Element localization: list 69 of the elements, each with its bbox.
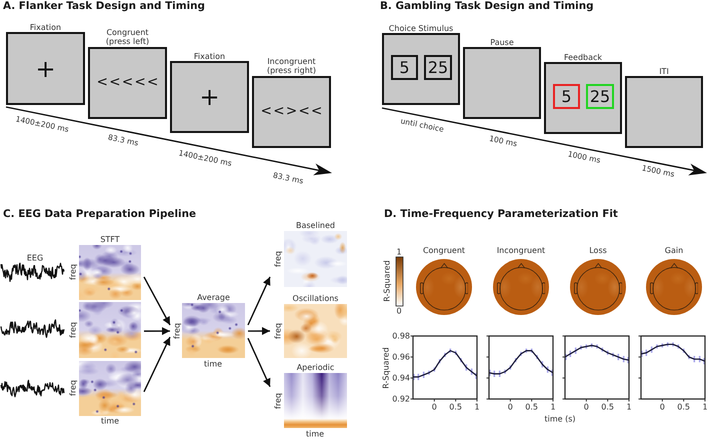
tick-label: 1	[626, 402, 632, 412]
spectrogram-image	[79, 361, 141, 416]
tick-label: 1	[550, 402, 556, 412]
axis-label: freq	[273, 323, 283, 339]
axis-label: time	[100, 416, 120, 426]
choice-option: 25	[424, 55, 452, 80]
axis-label: time (s)	[544, 414, 576, 424]
tick-label: 0.5	[601, 402, 614, 412]
screen-label: Choice Stimulus	[388, 24, 454, 33]
tick-label: 0	[432, 402, 437, 412]
choice-option: 25	[586, 84, 614, 109]
arrow	[144, 327, 170, 336]
screen-label: Feedback	[564, 52, 602, 62]
tick-label: 0	[584, 402, 589, 412]
arrow-stimulus: <<><<	[260, 105, 324, 119]
image-title: STFT	[100, 234, 120, 244]
tick-label: 0.5	[525, 402, 538, 412]
screen-label: Pause	[490, 38, 514, 47]
screen-label: Congruent (press left)	[104, 28, 150, 46]
axis-label: R-Squared	[381, 346, 391, 388]
spectrogram-image	[79, 302, 141, 358]
tick-label: 0.94	[392, 373, 410, 383]
panel-title: A. Flanker Task Design and Timing	[3, 1, 205, 13]
tick-label: 0.98	[392, 331, 410, 341]
tick-label: 0.96	[392, 352, 410, 362]
fixation-cross: +	[199, 85, 220, 109]
tick-label: 0	[660, 402, 665, 412]
axis-label: freq	[273, 251, 283, 267]
axis-label: freq	[68, 322, 78, 338]
condition-label: Gain	[664, 246, 684, 255]
axis-label: time	[306, 429, 324, 439]
axis-label: freq	[68, 380, 78, 396]
tick-label: 0.5	[449, 402, 462, 412]
tick-label: 1	[474, 402, 480, 412]
image-title: Baselined	[296, 220, 335, 230]
image-title: Average	[197, 292, 230, 302]
tick-label: 0	[508, 402, 513, 412]
condition-label: Congruent	[422, 246, 466, 255]
arrow	[247, 276, 271, 326]
axis-label: freq	[68, 264, 78, 280]
screen-label: ITI	[659, 66, 669, 76]
axis-label: freq	[172, 323, 182, 339]
panel-title: D. Time-Frequency Parameterization Fit	[384, 209, 618, 221]
arrow	[143, 276, 171, 326]
choice-option: 5	[391, 55, 418, 80]
screen-label: Fixation	[30, 22, 62, 32]
arrow	[143, 336, 171, 392]
choice-option: 5	[553, 84, 580, 109]
panel-title: C. EEG Data Preparation Pipeline	[3, 209, 196, 221]
axis-label: freq	[273, 393, 283, 409]
condition-label: Loss	[589, 246, 607, 255]
tick-label: 0.92	[392, 394, 410, 404]
screen-label: Fixation	[194, 52, 226, 61]
fixation-cross: +	[35, 56, 56, 80]
image-title: Aperiodic	[296, 362, 334, 372]
tick-label: 0	[396, 306, 402, 316]
tick-label: 1	[702, 402, 708, 412]
axis-label: time	[204, 359, 222, 369]
arrow	[247, 338, 271, 388]
arrow	[248, 327, 270, 336]
signal-label: EEG	[26, 253, 44, 263]
arrow-stimulus: <<<<<	[96, 76, 160, 90]
image-title: Oscillations	[292, 294, 338, 303]
condition-label: Incongruent	[496, 246, 546, 255]
screen-label: Incongruent (press right)	[266, 56, 318, 75]
tick-label: 1	[396, 247, 402, 257]
tick-label: 0.5	[677, 402, 690, 412]
axis-label: R-Squared	[382, 260, 392, 302]
panel-title: B. Gambling Task Design and Timing	[380, 1, 594, 13]
